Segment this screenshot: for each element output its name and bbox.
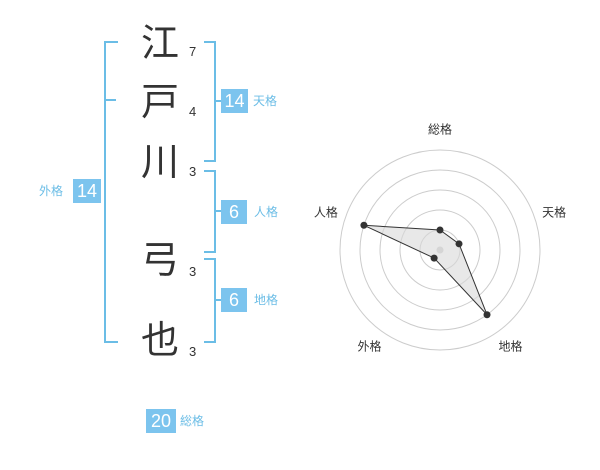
soukaku-label: 総格 <box>180 414 205 428</box>
radar-point-5 <box>360 221 368 229</box>
radar-point-4 <box>430 254 438 262</box>
stroke-count-4: 3 <box>189 264 197 279</box>
name-char-4: 弓 <box>140 238 179 282</box>
radar-data-polygon <box>363 224 488 316</box>
name-char-5: 也 <box>140 318 179 362</box>
radar-grid-ring <box>379 189 501 311</box>
stroke-count-3: 3 <box>189 164 197 179</box>
name-char-3: 川 <box>140 140 179 184</box>
radar-point-2 <box>455 240 463 248</box>
radar-axis-label: 地格 <box>499 339 523 354</box>
gaikaku-label: 外格 <box>39 184 64 198</box>
radar-axis-label: 外格 <box>357 339 381 354</box>
name-char-2: 戸 <box>140 80 179 124</box>
stroke-count-1: 7 <box>189 44 197 59</box>
radar-point-3 <box>483 311 491 319</box>
name-char-1: 江 <box>140 21 179 65</box>
tenkaku-value-badge: 14 <box>221 89 248 113</box>
jinkaku-connector <box>214 210 222 212</box>
chikaku-value-badge: 6 <box>221 288 247 312</box>
gaikaku-bracket-tick <box>104 99 116 101</box>
radar-axis-label: 天格 <box>542 204 566 219</box>
soukaku-value-badge: 20 <box>146 409 176 433</box>
radar-grid-ring <box>339 149 541 351</box>
jinkaku-value-badge: 6 <box>221 200 247 224</box>
gaikaku-value-badge: 14 <box>73 179 101 203</box>
gaikaku-bracket <box>104 41 118 343</box>
radar-grid-ring <box>359 169 521 331</box>
jinkaku-label: 人格 <box>254 205 279 219</box>
radar-grid-ring <box>399 209 481 291</box>
stroke-count-5: 3 <box>189 344 197 359</box>
chikaku-connector <box>214 299 222 301</box>
radar-axis-label: 人格 <box>314 204 338 219</box>
radar-axis-label: 総格 <box>428 122 452 137</box>
stroke-count-2: 4 <box>189 104 197 119</box>
chikaku-label: 地格 <box>254 293 279 307</box>
radar-point-1 <box>436 226 444 234</box>
tenkaku-label: 天格 <box>253 94 278 108</box>
tenkaku-connector <box>214 100 222 102</box>
